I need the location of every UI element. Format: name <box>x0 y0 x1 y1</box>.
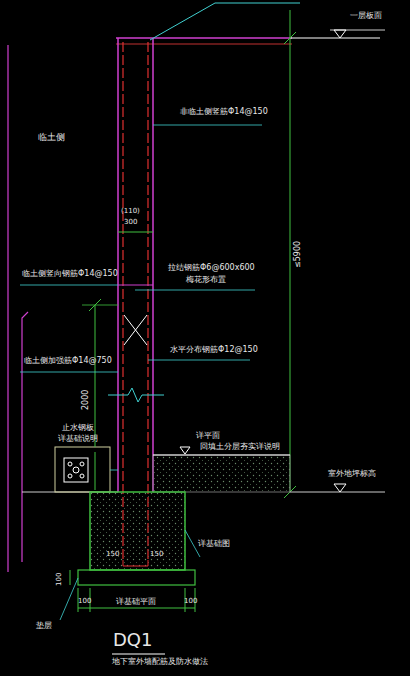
annotation-label: 水平分布钢筋Φ12@150 <box>170 346 258 355</box>
annotation-label: 详平面 <box>196 432 220 441</box>
tie-bar <box>124 315 147 345</box>
annotation-label: 止水钢板 <box>62 424 94 433</box>
level-mark <box>334 484 346 492</box>
slab-line <box>116 37 292 39</box>
annotation-label: 100 <box>78 598 91 606</box>
slab-line <box>116 44 292 45</box>
annotation-label: 临土侧加强筋Φ14@750 <box>24 357 112 366</box>
foundation <box>90 492 185 570</box>
level-mark <box>180 447 190 454</box>
backfill <box>153 455 290 492</box>
leader-line <box>150 3 300 40</box>
soil-line <box>22 312 28 562</box>
annotation-label: 100 <box>56 573 64 586</box>
leader-line <box>20 372 118 373</box>
dim-line <box>118 232 153 233</box>
leader-line <box>20 285 118 286</box>
annotation-label: 300 <box>124 219 137 227</box>
leader-line <box>153 125 262 126</box>
annotation-label: 室外地坪标高 <box>328 470 376 479</box>
annotation-label: 详基础图 <box>198 540 230 549</box>
wall-outline <box>152 38 154 492</box>
level-mark <box>334 30 346 38</box>
annotation-label: 150 <box>106 551 119 559</box>
annotation-label: 临土侧竖向钢筋Φ14@150 <box>22 270 118 279</box>
annotation-label: 回填土分层夯实详说明 <box>200 443 280 452</box>
annotation-label: 2000 <box>82 390 91 410</box>
drawing-caption: 地下室外墙配筋及防水做法 <box>112 658 208 667</box>
cushion <box>78 570 195 585</box>
rebar <box>122 42 123 560</box>
drawing-title: DQ1 <box>113 630 152 650</box>
annotation-label: 100 <box>184 598 197 606</box>
tie-bar <box>124 315 147 345</box>
leader-line <box>148 360 250 361</box>
dim-line <box>95 305 96 447</box>
annotation-label: 150 <box>150 551 163 559</box>
annotation-label: 临土侧 <box>38 133 65 143</box>
annotation-label: 梅花形布置 <box>186 276 226 285</box>
annotation-label: ≤5900 <box>294 241 303 268</box>
annotation-label: (110) <box>121 208 140 216</box>
title-underline <box>112 653 165 654</box>
annotation-label: 非临土侧竖筋Φ14@150 <box>180 108 268 117</box>
dim-line <box>290 10 291 492</box>
break-line <box>108 388 164 402</box>
annotation-label: 详基础说明 <box>58 435 98 444</box>
wall-joint <box>118 285 153 286</box>
annotation-label: 一层板面 <box>350 12 382 21</box>
annotation-label: 详基础平面 <box>116 598 156 607</box>
rebar <box>147 42 148 560</box>
wall-outline <box>117 38 119 492</box>
dim-line <box>78 608 195 609</box>
leader-line <box>135 290 255 291</box>
soil-line <box>7 45 8 572</box>
level-line <box>290 38 380 39</box>
annotation-label: 垫层 <box>36 622 52 631</box>
waterstop-detail <box>55 447 110 492</box>
annotation-label: 拉结钢筋Φ6@600x600 <box>168 264 255 273</box>
